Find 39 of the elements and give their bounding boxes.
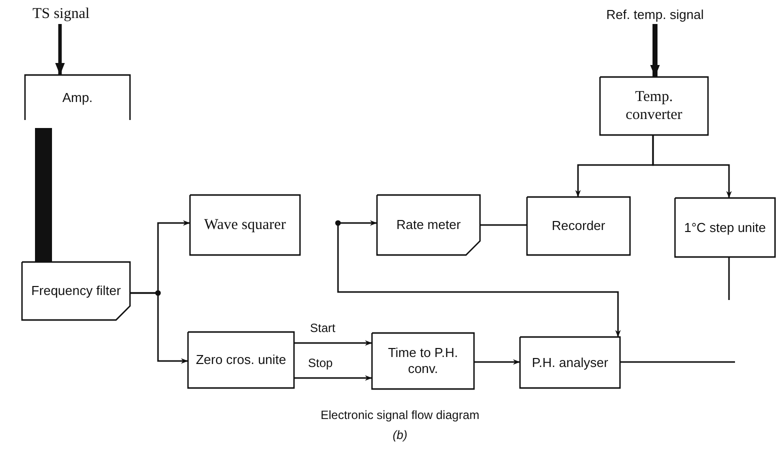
signal-label: TS signal (25, 4, 97, 24)
block-label: Rate meter (395, 217, 462, 233)
process-box (600, 77, 708, 135)
caption: Electronic signal flow diagram (320, 408, 480, 422)
arrow (294, 375, 372, 381)
arrow (650, 24, 660, 77)
arrow (474, 359, 520, 365)
block-label: Zero cros. unite (194, 352, 288, 368)
connector-line (480, 224, 527, 226)
process-box (675, 198, 775, 257)
process-box (377, 195, 480, 255)
signal-label: Ref. temp. signal (585, 4, 725, 24)
edge-label: Start (308, 322, 338, 336)
process-box (25, 75, 130, 120)
arrow (652, 135, 732, 198)
process-box (190, 195, 300, 255)
edge-label: Stop (306, 357, 335, 370)
block-label: Temp. converter (624, 88, 684, 124)
process-box (527, 197, 630, 255)
figure-label: (b) (392, 428, 408, 442)
block-label: Frequency filter (30, 283, 122, 299)
block-label: 1°C step unite (683, 220, 767, 236)
filled-bar (35, 128, 52, 262)
process-box (372, 333, 474, 389)
arrow (338, 220, 377, 226)
arrow (294, 340, 372, 346)
connector-line (728, 257, 730, 300)
arrow (55, 24, 65, 75)
block-label: Wave squarer (203, 216, 287, 234)
block-label: Time to P.H. conv. (386, 345, 460, 377)
arrow (130, 292, 188, 364)
process-box (22, 262, 130, 320)
process-box (520, 337, 620, 388)
connector-line (620, 361, 735, 363)
block-label: Recorder (550, 218, 606, 234)
process-box (188, 332, 294, 388)
block-label: Amp. (61, 90, 94, 106)
arrow (337, 223, 621, 337)
block-label: P.H. analyser (530, 354, 610, 370)
